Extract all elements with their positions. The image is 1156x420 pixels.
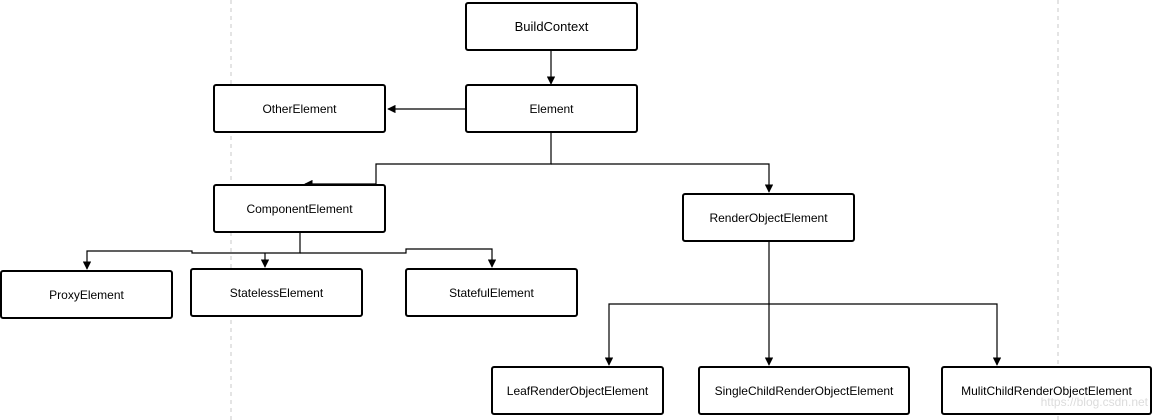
node-box — [682, 193, 855, 242]
node-componentelement: ComponentElement — [213, 184, 386, 233]
node-box — [0, 270, 173, 319]
node-label: SingleChildRenderObjectElement — [715, 384, 894, 398]
node-label: ComponentElement — [246, 202, 353, 216]
node-element: Element — [465, 84, 638, 133]
node-buildcontext: BuildContext — [465, 2, 638, 51]
edges — [82, 51, 1002, 366]
edge-component-stateful — [300, 248, 497, 268]
watermark-text: https://blog.csdn.net — [1041, 395, 1149, 409]
node-label: LeafRenderObjectElement — [507, 384, 649, 398]
node-box — [491, 366, 664, 415]
edge-component-proxy — [82, 233, 301, 270]
edge-renderobject-leaf — [604, 303, 769, 366]
node-label: ProxyElement — [49, 288, 124, 302]
node-renderobjectelement: RenderObjectElement — [682, 193, 855, 242]
node-label: StatelessElement — [230, 286, 324, 300]
node-mulitchildrenderobjectelement: MulitChildRenderObjectElement — [941, 366, 1152, 415]
node-box — [190, 268, 363, 317]
node-proxyelement: ProxyElement — [0, 270, 173, 319]
node-label: RenderObjectElement — [709, 211, 828, 225]
node-leafrenderobjectelement: LeafRenderObjectElement — [491, 366, 664, 415]
node-otherelement: OtherElement — [213, 84, 386, 133]
edge-element-componentelement — [304, 133, 552, 189]
node-label: MulitChildRenderObjectElement — [961, 384, 1132, 398]
node-box — [213, 184, 386, 233]
edge-element-renderobjectelement — [551, 163, 774, 193]
node-box — [405, 268, 578, 317]
node-singlechildrenderobjectelement: SingleChildRenderObjectElement — [698, 366, 910, 415]
node-box — [941, 366, 1152, 415]
node-label: Element — [529, 102, 574, 116]
node-statefulelement: StatefulElement — [405, 268, 578, 317]
node-box — [465, 2, 638, 51]
node-label: OtherElement — [262, 102, 337, 116]
node-label: StatefulElement — [449, 286, 534, 300]
node-statelesselement: StatelessElement — [190, 268, 363, 317]
node-box — [213, 84, 386, 133]
node-label: BuildContext — [515, 19, 589, 34]
node-box — [465, 84, 638, 133]
edge-renderobject-mulit — [769, 303, 1002, 366]
node-box — [698, 366, 910, 415]
